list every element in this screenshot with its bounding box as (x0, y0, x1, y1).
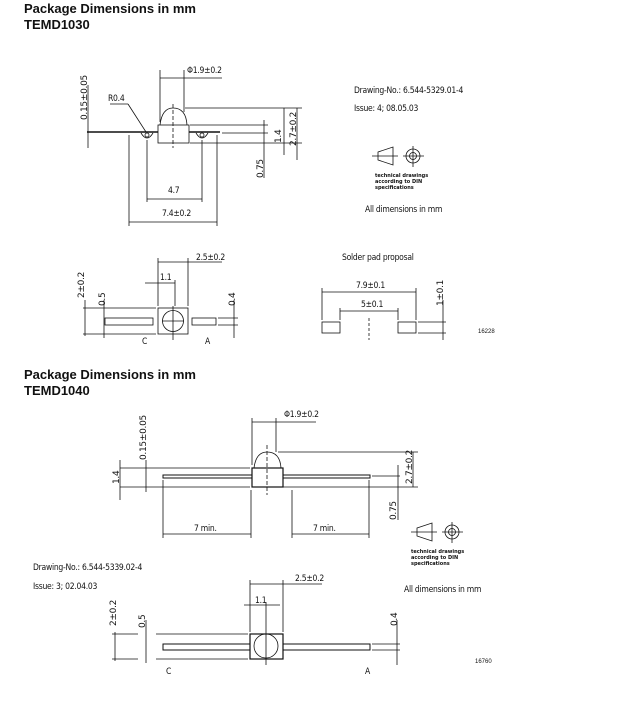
all-dimensions-note: All dimensions in mm (404, 585, 482, 595)
dim-2: 2±0.2 (109, 599, 119, 626)
part-number: TEMD1040 (24, 383, 90, 398)
solder-pad-title: Solder pad proposal (342, 253, 414, 263)
dim-2-5: 2.5±0.2 (295, 574, 324, 584)
din-note-line: technical drawings (411, 549, 465, 555)
dim-7-4: 7.4±0.2 (162, 209, 191, 219)
dim-diameter: Φ1.9±0.2 (284, 410, 319, 420)
drawing-number: Drawing-No.: 6.544-5329.01-4 (354, 86, 464, 96)
temd1030-bottom-view (83, 258, 238, 340)
dim-7-min-right: 7 min. (313, 524, 336, 534)
dim-5: 5±0.1 (361, 300, 384, 310)
dim-diameter: Φ1.9±0.2 (187, 66, 222, 76)
section-title: Package Dimensions in mm (24, 367, 196, 382)
din-note: technical drawings according to DIN spec… (411, 549, 464, 567)
dim-1-4: 1.4 (274, 129, 284, 143)
figure-number: 16760 (475, 659, 492, 665)
dim-2-5: 2.5±0.2 (196, 253, 225, 263)
dim-radius: R0.4 (108, 94, 125, 104)
din-note-line: technical drawings (375, 173, 429, 179)
dim-0-5: 0.5 (138, 614, 148, 628)
temd1030-side-view (87, 70, 302, 226)
dim-thickness: 0.15±0.05 (80, 75, 90, 120)
anode-label: A (205, 337, 210, 347)
part-number: TEMD1030 (24, 17, 90, 32)
dim-2-7: 2.7±0.2 (289, 111, 299, 146)
temd1040-side-view (119, 418, 418, 538)
dim-1-1: 1.1 (255, 596, 267, 606)
cathode-label: C (142, 337, 148, 347)
dim-1-1: 1.1 (160, 273, 172, 283)
din-note-line: specifications (375, 185, 414, 191)
section-title: Package Dimensions in mm (24, 1, 196, 16)
din-note-line: according to DIN (375, 179, 423, 185)
din-projection-symbol-2 (411, 522, 463, 543)
din-projection-symbol-1 (372, 146, 424, 167)
din-note: technical drawings according to DIN spec… (375, 173, 428, 191)
solder-pad-drawing (321, 288, 446, 340)
figure-number: 16228 (478, 329, 495, 335)
dim-1-4: 1.4 (112, 470, 122, 484)
dim-2: 2±0.2 (77, 271, 87, 298)
anode-label: A (365, 667, 370, 677)
all-dimensions-note: All dimensions in mm (365, 205, 443, 215)
drawing-number: Drawing-No.: 6.544-5339.02-4 (33, 563, 143, 573)
issue: Issue: 3; 02.04.03 (33, 582, 98, 592)
dim-7-min-left: 7 min. (194, 524, 217, 534)
cathode-label: C (166, 667, 172, 677)
dim-0-75: 0.75 (389, 501, 399, 520)
temd1040-bottom-view (112, 580, 400, 665)
dim-0-75: 0.75 (256, 159, 266, 178)
dim-2-7: 2.7±0.2 (405, 449, 415, 484)
dim-0-4: 0.4 (390, 612, 400, 626)
dim-0-4: 0.4 (228, 292, 238, 306)
dim-4-7: 4.7 (168, 186, 180, 196)
dim-7-9: 7.9±0.1 (356, 281, 385, 291)
din-note-line: specifications (411, 561, 450, 567)
issue: Issue: 4; 08.05.03 (354, 104, 419, 114)
dim-1: 1±0.1 (436, 279, 446, 306)
dim-thickness: 0.15±0.05 (139, 415, 149, 460)
din-note-line: according to DIN (411, 555, 459, 561)
dim-0-5: 0.5 (98, 292, 108, 306)
